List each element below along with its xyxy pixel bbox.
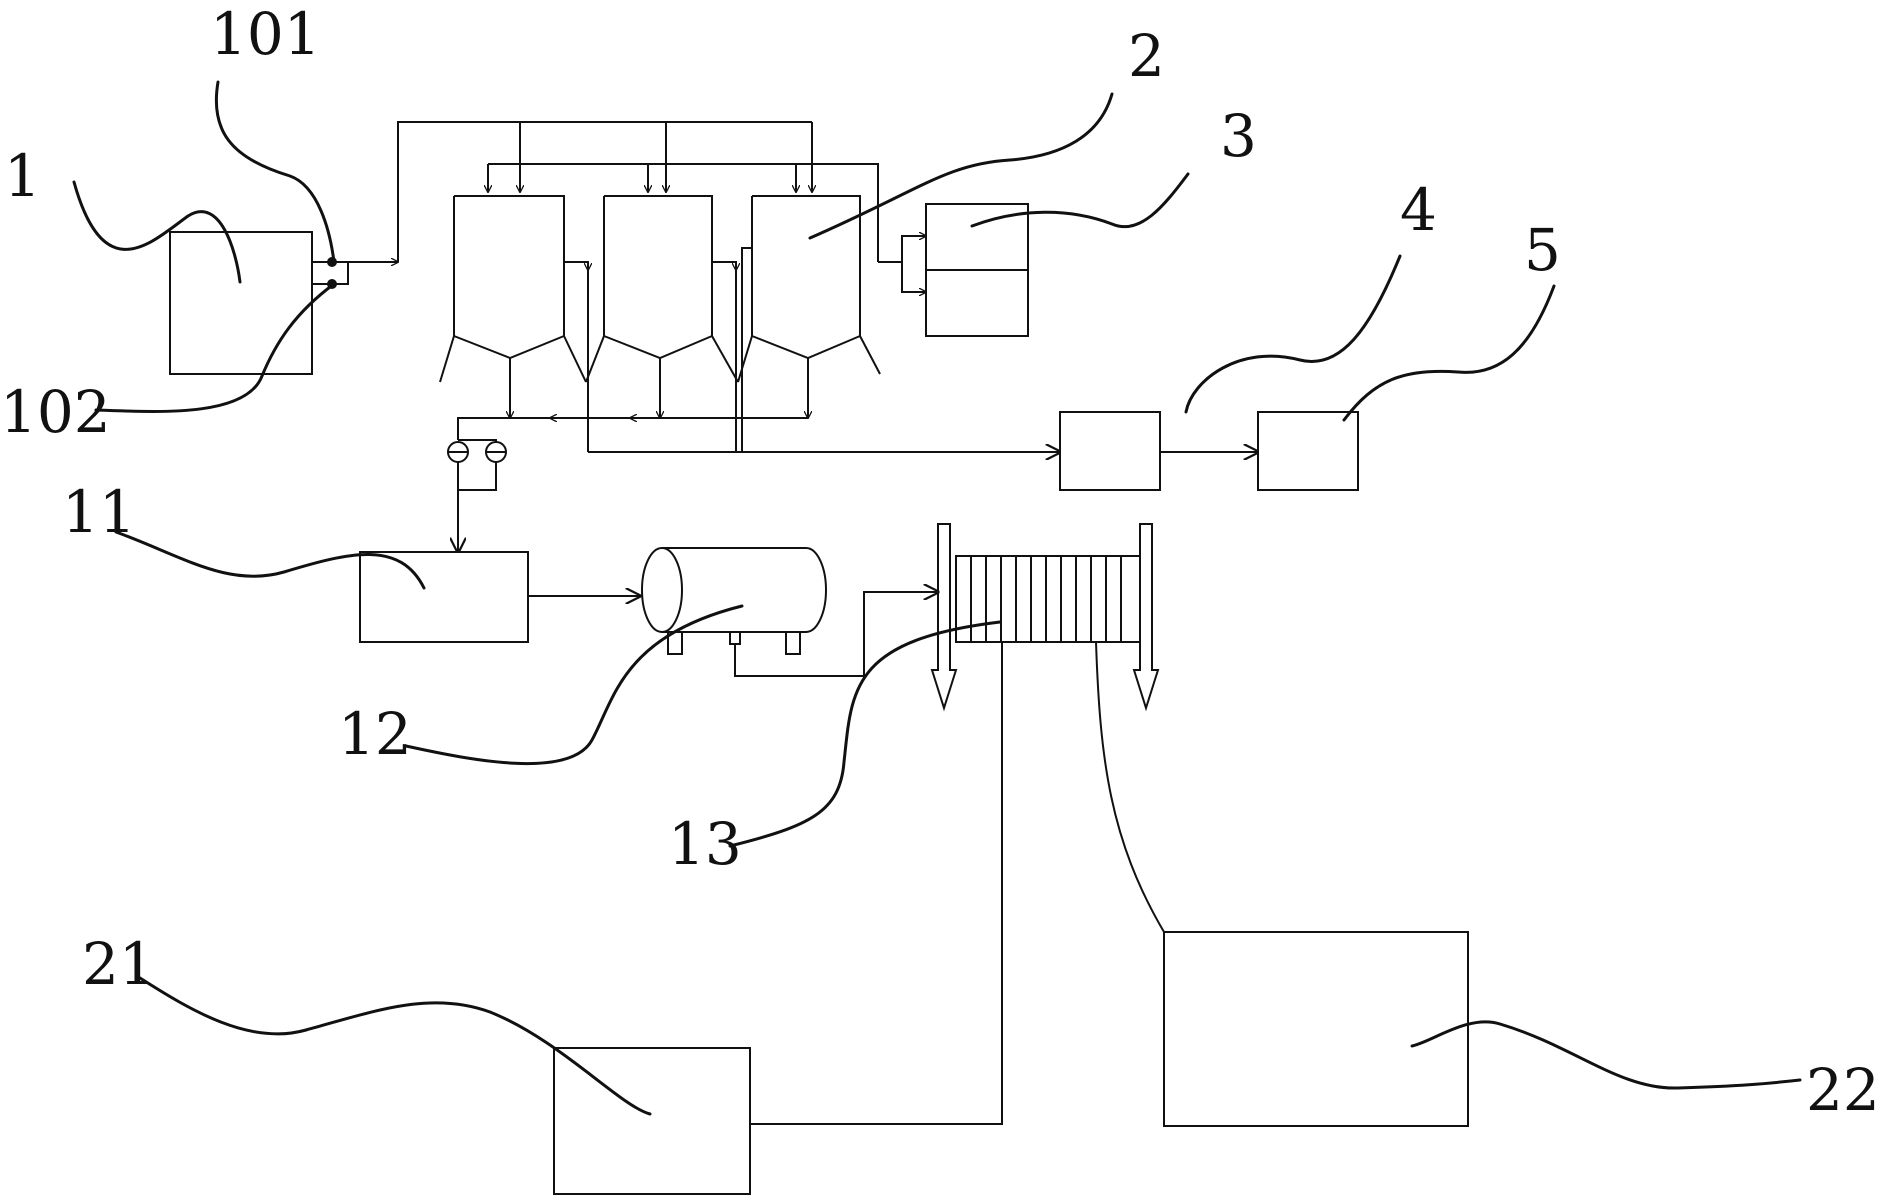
- label-21: 21: [82, 930, 156, 998]
- label-11: 11: [62, 478, 136, 546]
- label-101: 101: [210, 0, 321, 68]
- leader-12: [404, 604, 744, 766]
- label-4: 4: [1400, 176, 1437, 244]
- cylinder-tank-12: [641, 547, 938, 677]
- tank-3: [737, 195, 881, 383]
- bottom-discharge: [457, 358, 808, 440]
- leader-13: [728, 620, 1002, 848]
- leader-lines: [72, 80, 1802, 1116]
- box-1: [169, 231, 313, 375]
- box-3-arrow-bottom: [901, 262, 926, 292]
- leader-4: [1184, 254, 1402, 414]
- electrode-assembly-13: [930, 523, 1160, 712]
- label-12: 12: [338, 700, 412, 768]
- valve-connector: [312, 261, 349, 285]
- header-line-2: [488, 163, 879, 262]
- box-3-arrow-top: [878, 236, 926, 263]
- wire-to-21: [748, 642, 1003, 1125]
- leader-3: [970, 172, 1190, 229]
- tank-1: [439, 195, 587, 383]
- header-line-1: [397, 121, 812, 262]
- label-2: 2: [1128, 22, 1165, 90]
- box-11: [359, 551, 529, 643]
- box-4: [1059, 411, 1161, 491]
- box-5: [1257, 411, 1359, 491]
- leader-5: [1342, 284, 1556, 422]
- pump-group: [447, 439, 507, 552]
- leader-11: [114, 530, 426, 590]
- tank-2: [585, 195, 739, 383]
- label-22: 22: [1806, 1056, 1880, 1124]
- leader-22: [1410, 1020, 1802, 1090]
- leader-2: [808, 92, 1114, 240]
- leader-101: [214, 80, 336, 264]
- label-13: 13: [668, 810, 742, 878]
- label-102: 102: [0, 378, 111, 446]
- leader-21: [138, 976, 652, 1116]
- top-feed-header: [397, 121, 879, 262]
- valve-group: [312, 257, 398, 289]
- label-3: 3: [1220, 102, 1257, 170]
- leader-102: [94, 282, 336, 413]
- wire-to-22: [1095, 641, 1165, 933]
- leader-1: [72, 180, 242, 284]
- label-5: 5: [1524, 216, 1561, 284]
- overflow-lines: [564, 247, 752, 452]
- box-22: [1163, 931, 1469, 1127]
- label-1: 1: [4, 142, 41, 210]
